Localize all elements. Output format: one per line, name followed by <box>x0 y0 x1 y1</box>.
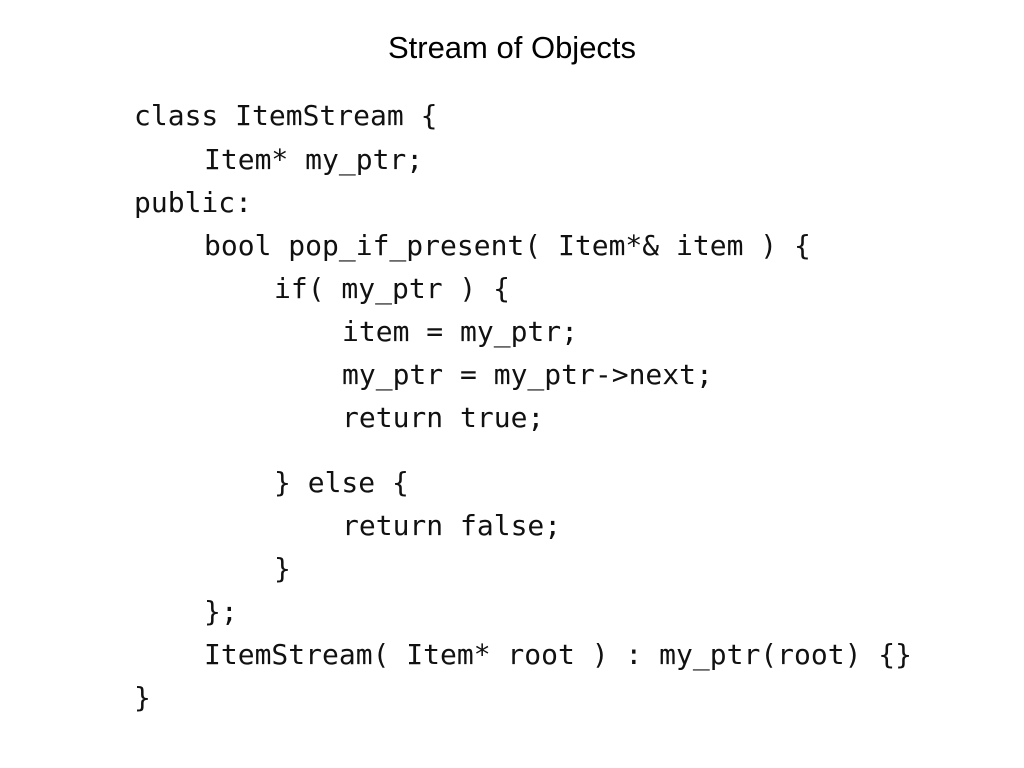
code-line: } <box>274 552 291 585</box>
code-line: } <box>134 681 151 714</box>
code-line: return false; <box>342 509 562 542</box>
slide-title: Stream of Objects <box>387 30 637 65</box>
code-line: public: <box>134 186 253 219</box>
code-line: bool pop_if_present( Item*& item ) { <box>204 229 811 262</box>
code-line: return true; <box>342 401 545 434</box>
code-line: }; <box>204 595 238 628</box>
code-line: my_ptr = my_ptr->next; <box>342 358 713 391</box>
code-line: ItemStream( Item* root ) : my_ptr(root) … <box>204 638 913 671</box>
code-line: } else { <box>274 466 409 499</box>
code-line: class ItemStream { <box>134 99 438 132</box>
code-line: item = my_ptr; <box>342 315 579 348</box>
code-line: if( my_ptr ) { <box>274 272 511 305</box>
code-line: Item* my_ptr; <box>204 143 424 176</box>
